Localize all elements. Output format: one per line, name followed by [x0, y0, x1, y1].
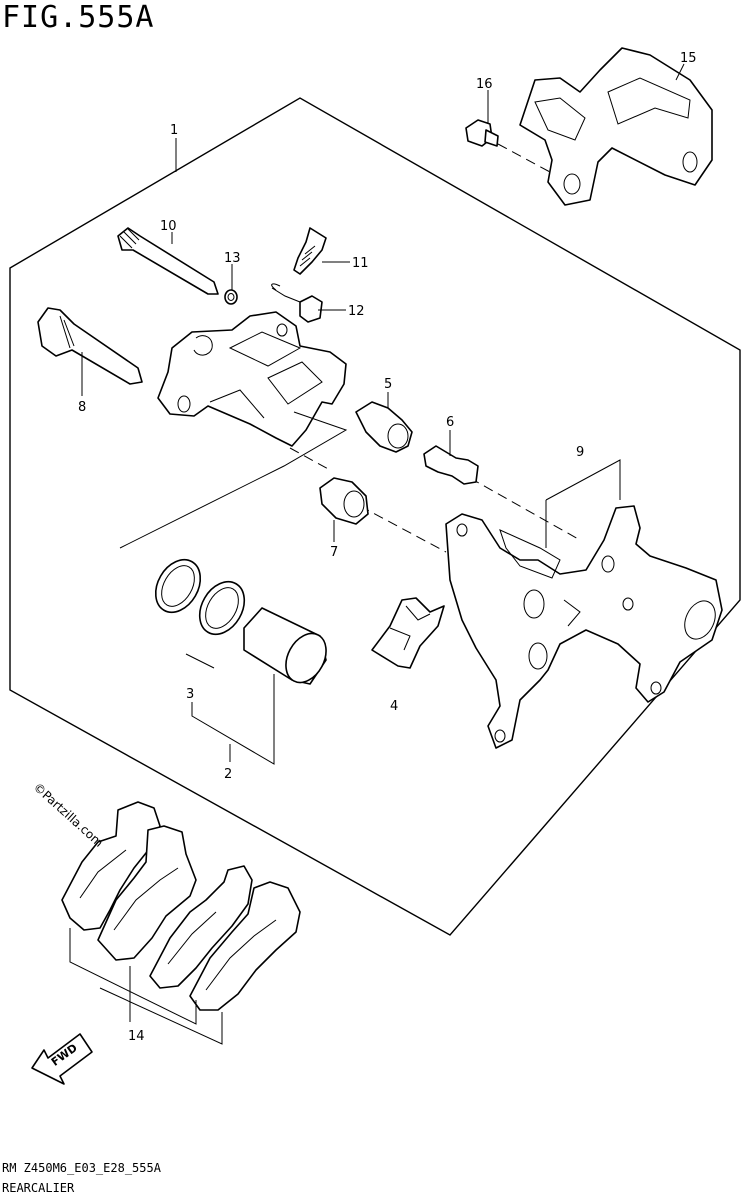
callout-12: 12 [348, 304, 365, 319]
part-11-bleeder[interactable] [293, 227, 327, 275]
figure-title: FIG.555A [2, 0, 155, 35]
fwd-arrow-icon [31, 1033, 93, 1085]
footer-name: REARCALIER [2, 1181, 75, 1195]
callout-7: 7 [330, 545, 338, 560]
callout-13: 13 [224, 251, 241, 266]
callout-16: 16 [476, 77, 493, 92]
part-12-cap[interactable] [271, 283, 323, 323]
callout-4: 4 [390, 699, 398, 714]
callout-2: 2 [224, 767, 232, 782]
part-15-bracket[interactable] [519, 47, 713, 206]
part-14-brake-pad-3[interactable] [149, 865, 253, 989]
part-16-bolt[interactable] [465, 119, 499, 147]
part-7-boot[interactable] [319, 477, 369, 525]
part-6-pin[interactable] [423, 445, 479, 485]
part-3-seal-outer[interactable] [147, 552, 210, 620]
callout-3: 3 [186, 687, 194, 702]
part-4-spring[interactable] [371, 597, 445, 669]
part-10-pin[interactable] [117, 227, 219, 295]
callout-14: 14 [128, 1029, 145, 1044]
part-5-boot[interactable] [355, 401, 413, 453]
assembly-boundary [9, 97, 741, 936]
callout-1: 1 [170, 123, 178, 138]
part-3-seal-inner[interactable] [191, 574, 254, 642]
part-caliper-body[interactable] [157, 311, 347, 447]
callout-5: 5 [384, 377, 392, 392]
callout-10: 10 [160, 219, 177, 234]
callout-15: 15 [680, 51, 697, 66]
part-14-brake-pad-4[interactable] [189, 881, 301, 1011]
callout-6: 6 [446, 415, 454, 430]
part-2-piston[interactable] [243, 607, 334, 689]
part-14-brake-pad-2[interactable] [97, 825, 197, 961]
callout-11: 11 [352, 256, 369, 271]
part-9-caliper-bracket[interactable] [445, 505, 723, 749]
callout-8: 8 [78, 400, 86, 415]
part-13-ring[interactable] [224, 289, 238, 305]
callout-9: 9 [576, 445, 584, 460]
footer-code: RM Z450M6_E03_E28_555A [2, 1161, 161, 1175]
part-8-pin-bolt[interactable] [37, 307, 143, 385]
